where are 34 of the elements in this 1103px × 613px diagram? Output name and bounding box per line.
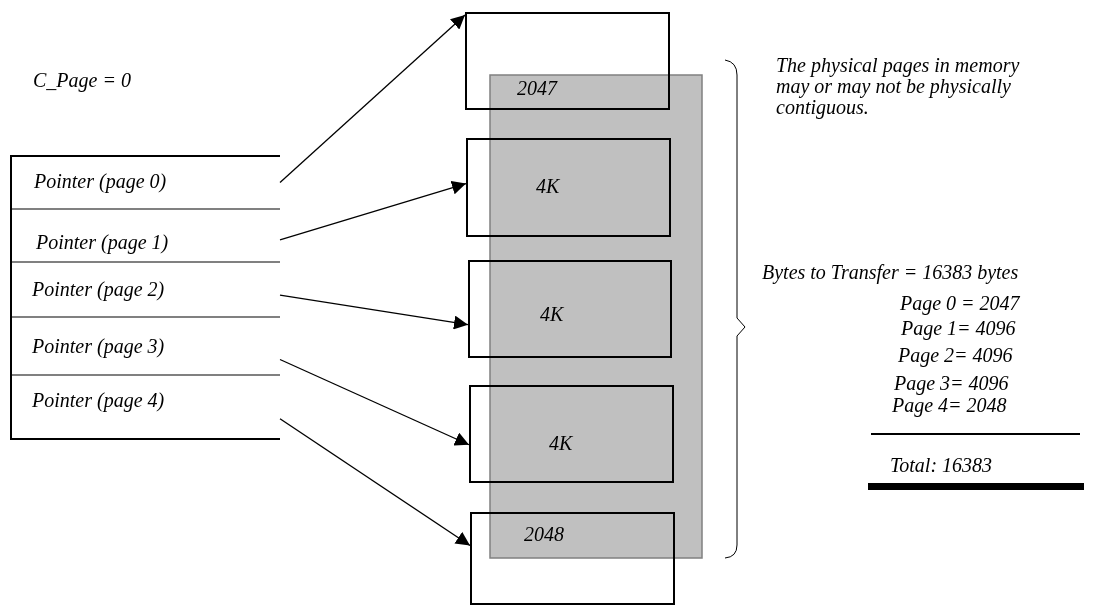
total-bytes-label: Bytes to Transfer = 16383 bytes xyxy=(762,262,1019,282)
pointer-label: Pointer (page 2) xyxy=(32,279,165,299)
note-text: The physical pages in memory may or may not be physically contiguous. xyxy=(776,55,1021,118)
table-row xyxy=(12,261,280,316)
value-label: C_Page = 0 xyxy=(33,70,131,90)
arrow xyxy=(279,358,470,446)
page-size-label: 4K xyxy=(540,304,564,324)
table-row xyxy=(12,316,280,374)
page-size-entry: Page 0 = 2047 xyxy=(900,293,1020,313)
pointer-label: Pointer (page 4) xyxy=(32,390,165,410)
arrow xyxy=(279,294,469,330)
table-row xyxy=(12,208,280,261)
pointer-label: Pointer (page 3) xyxy=(32,336,165,356)
total-label: Total: 16383 xyxy=(890,455,993,475)
page-box xyxy=(465,12,670,110)
arrow xyxy=(279,180,467,241)
page-size-entry: Page 4= 2048 xyxy=(892,395,1007,415)
page-box xyxy=(469,385,674,483)
page-size-label: 4K xyxy=(549,433,573,453)
page-box xyxy=(468,260,672,358)
page-size-entry: Page 2= 4096 xyxy=(898,345,1013,365)
arrow xyxy=(279,418,471,547)
page-box xyxy=(466,138,671,237)
page-size-label: 2047 xyxy=(517,78,557,98)
page-box xyxy=(470,512,675,605)
page-size-entry: Page 3= 4096 xyxy=(894,373,1009,393)
table-row xyxy=(12,374,280,438)
page-size-label: 2048 xyxy=(524,524,564,544)
pointer-label: Pointer (page 0) xyxy=(34,171,167,191)
arrow xyxy=(279,14,466,184)
pointer-label: Pointer (page 1) xyxy=(36,232,169,252)
page-size-label: 4K xyxy=(536,176,560,196)
page-size-entry: Page 1= 4096 xyxy=(901,318,1016,338)
pointer-table xyxy=(10,155,280,440)
